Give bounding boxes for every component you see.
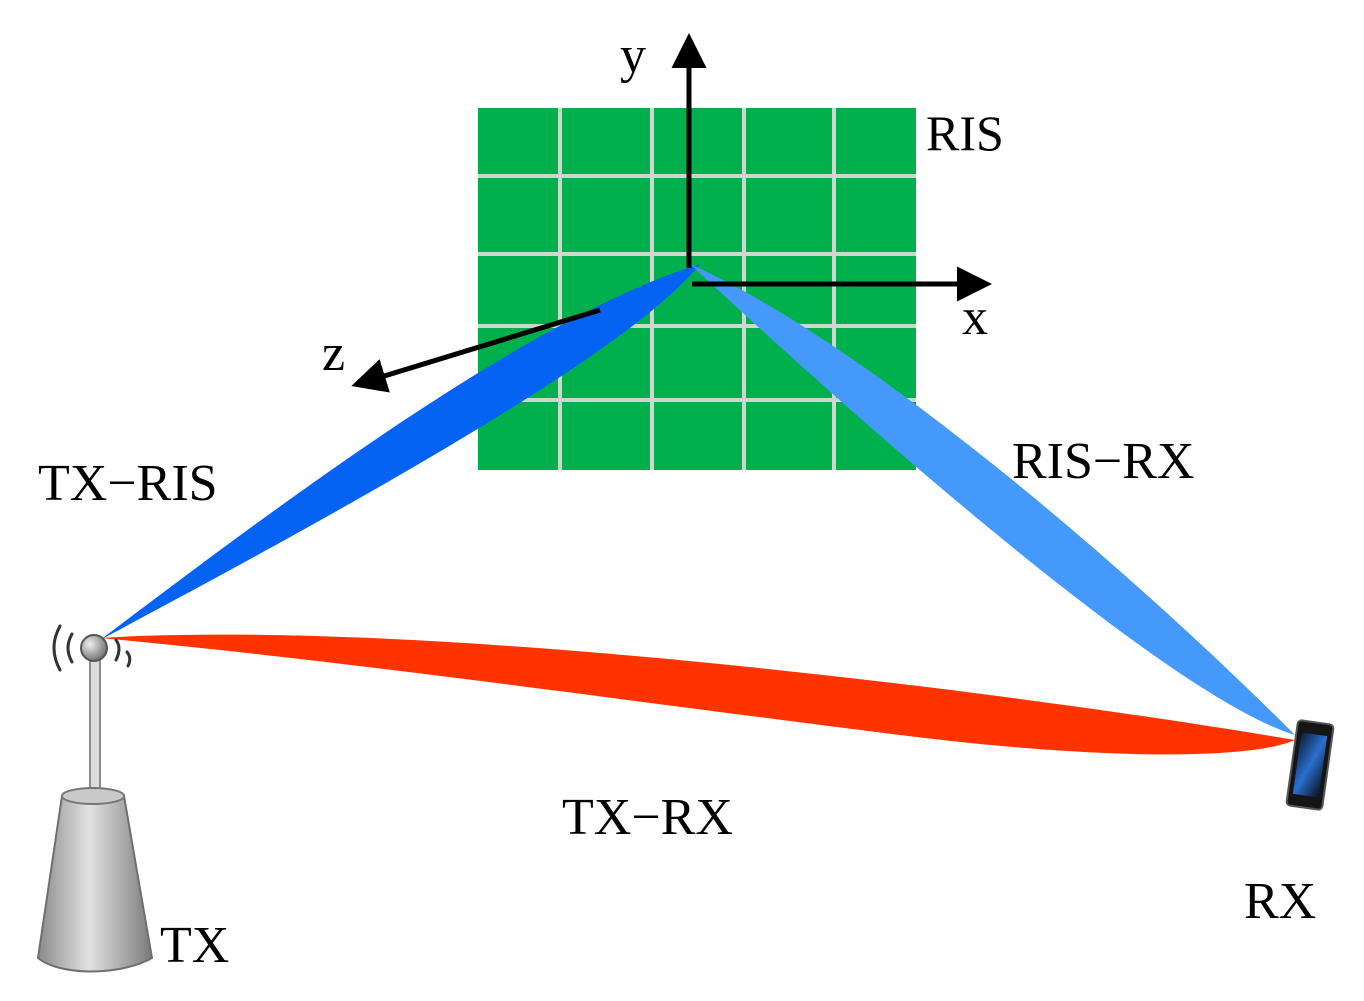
phone-screen [1292, 732, 1328, 798]
z-axis-arrow [351, 307, 601, 393]
signal-waves-icon [52, 624, 132, 672]
label-axis-z: z [322, 325, 345, 382]
tx-mast [89, 657, 101, 799]
label-tx-ris: TX−RIS [38, 455, 218, 512]
label-ris-rx: RIS−RX [1012, 433, 1194, 490]
label-tx-rx: TX−RX [562, 789, 733, 846]
ris-panel-background [478, 108, 916, 470]
coordinate-axes [351, 33, 992, 393]
label-axis-x: x [962, 289, 988, 346]
tx-antenna-icon [80, 634, 108, 662]
tx-rx-beam [100, 634, 1295, 755]
tx-tower-base [36, 795, 154, 973]
tx-tower-icon [36, 624, 154, 973]
tx-ris-beam [100, 264, 700, 640]
ris-panel [478, 108, 916, 470]
label-ris: RIS [926, 105, 1004, 161]
label-axis-y: y [620, 27, 646, 84]
tx-tower-top [61, 787, 125, 805]
label-tx: TX [160, 917, 229, 974]
ris-rx-beam [690, 264, 1295, 735]
rx-phone-icon [1285, 719, 1335, 811]
label-rx: RX [1244, 873, 1316, 930]
